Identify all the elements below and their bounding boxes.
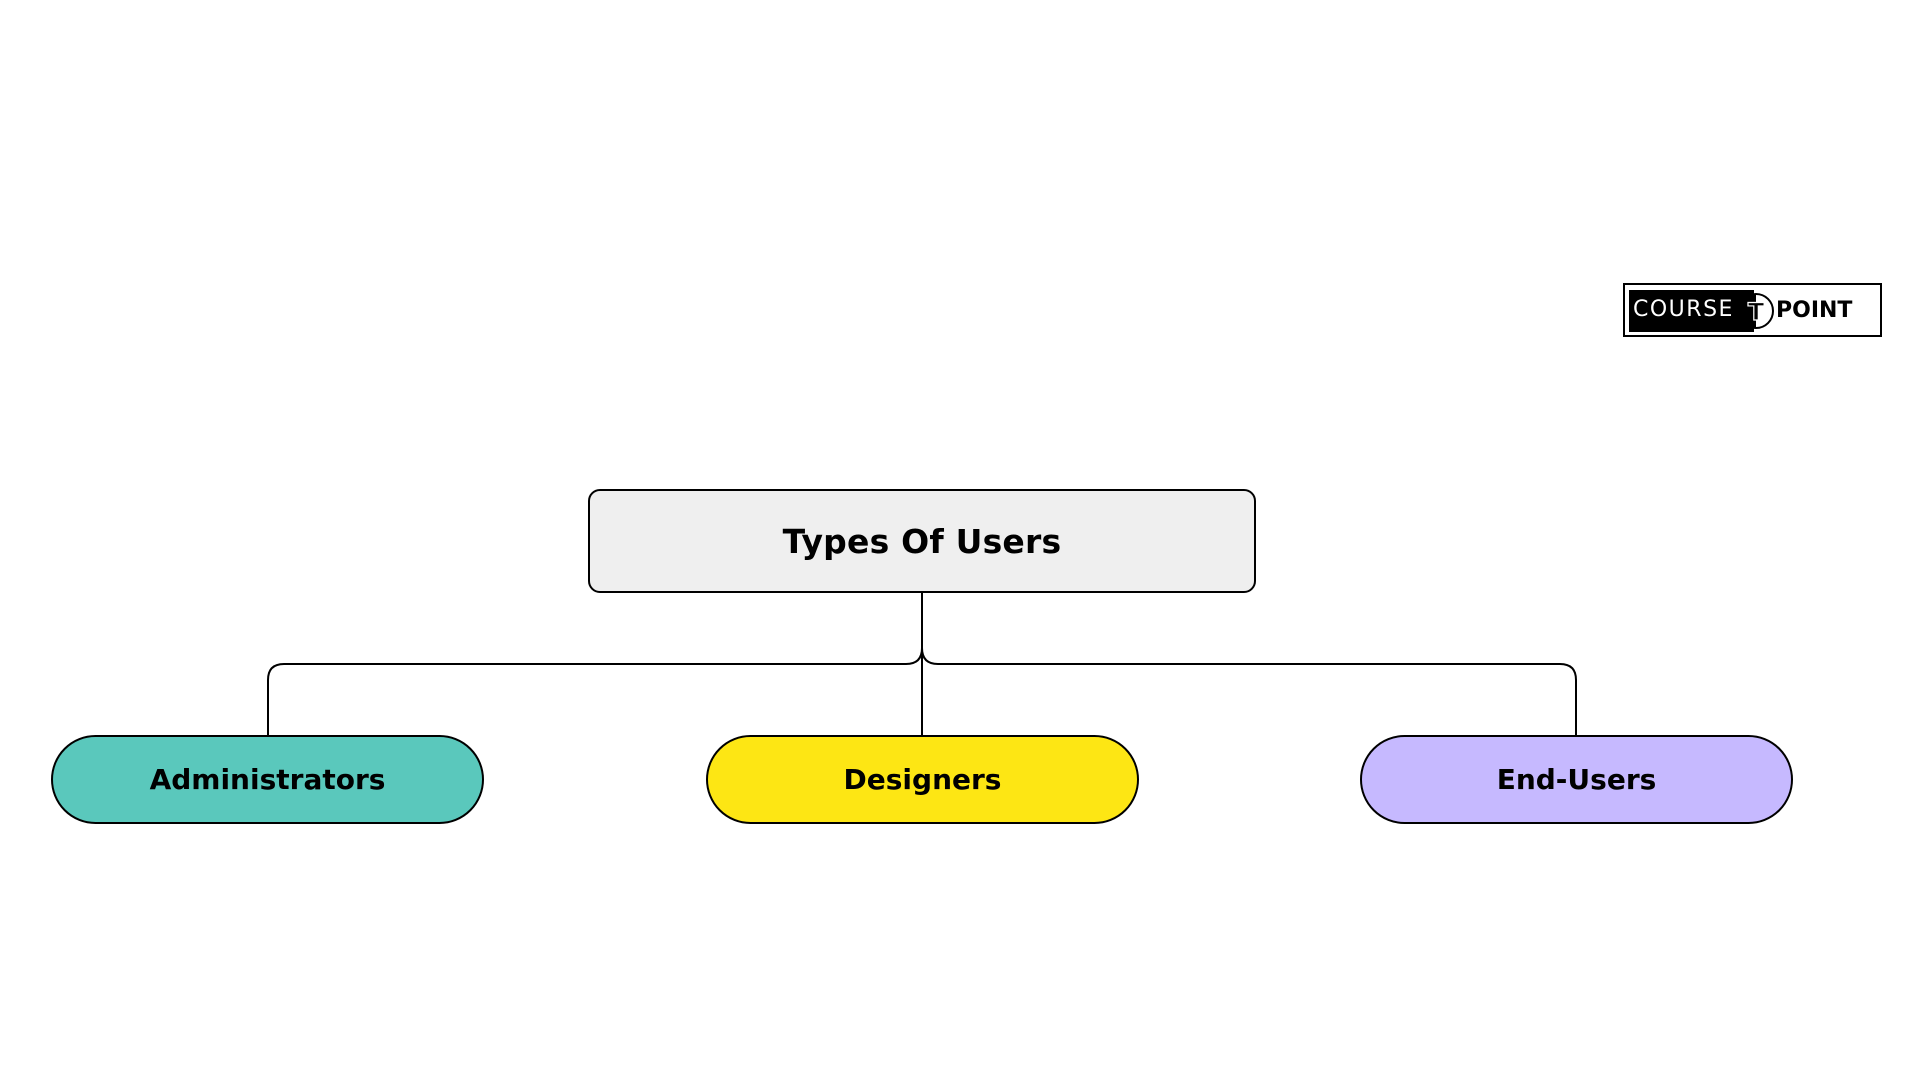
coursetpoint-logo: COURSE T POINT xyxy=(1623,283,1882,337)
child-node-designers: Designers xyxy=(706,735,1139,824)
logo-t-mark-icon: T xyxy=(1738,293,1774,329)
child-node-end-users: End-Users xyxy=(1360,735,1793,824)
child-node-administrators: Administrators xyxy=(51,735,484,824)
connector-to-administrators xyxy=(267,593,923,735)
root-node-types-of-users: Types Of Users xyxy=(588,489,1256,593)
logo-text-left: COURSE xyxy=(1633,297,1734,322)
logo-dark-panel xyxy=(1629,290,1754,332)
logo-text-right: POINT xyxy=(1776,298,1853,323)
root-node-label: Types Of Users xyxy=(782,521,1062,561)
child-node-label: Designers xyxy=(843,763,1002,796)
child-node-label: End-Users xyxy=(1496,763,1657,796)
logo-mark-letter: T xyxy=(1748,298,1765,326)
connector-to-end-users xyxy=(921,593,1577,735)
child-node-label: Administrators xyxy=(149,763,386,796)
